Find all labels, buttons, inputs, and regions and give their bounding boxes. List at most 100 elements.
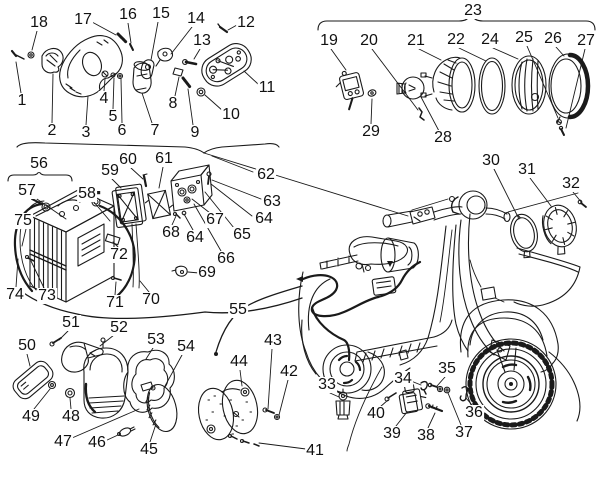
leader-line-30 — [493, 168, 520, 220]
leader-line-40 — [379, 399, 389, 408]
part-label-63: 63 — [262, 193, 282, 210]
part-label-53: 53 — [146, 331, 166, 348]
part-label-13: 13 — [192, 32, 212, 49]
part-label-14: 14 — [186, 10, 206, 27]
part-label-64: 64 — [185, 229, 205, 246]
part-label-56: 56 — [29, 155, 49, 172]
leader-line-26 — [555, 46, 565, 57]
leader-line-61 — [158, 166, 164, 189]
part-label-68: 68 — [161, 224, 181, 241]
part-label-39: 39 — [382, 425, 402, 442]
part-label-65: 65 — [232, 226, 252, 243]
part-label-46: 46 — [87, 434, 107, 451]
part-label-10: 10 — [221, 106, 241, 123]
leader-line-9 — [187, 88, 194, 126]
part-label-75: 75 — [13, 212, 33, 229]
leader-line-31 — [529, 177, 552, 207]
leader-line-73 — [30, 260, 45, 289]
part-label-28: 28 — [433, 129, 453, 146]
part-label-60: 60 — [118, 151, 138, 168]
scooter-drawing — [296, 190, 587, 430]
part-label-47: 47 — [53, 433, 73, 450]
part-label-62: 62 — [256, 166, 276, 183]
leader-line-14 — [170, 26, 193, 55]
leader-line-53 — [145, 347, 154, 360]
tail-light-assembly-drawing — [10, 23, 409, 217]
part-label-31: 31 — [517, 161, 537, 178]
leader-line-43 — [267, 348, 273, 410]
leader-line-42 — [278, 379, 289, 416]
part-label-42: 42 — [279, 363, 299, 380]
part-label-45: 45 — [139, 441, 159, 458]
leader-line-19 — [330, 48, 347, 71]
leader-line-27 — [565, 48, 586, 129]
part-label-26: 26 — [543, 30, 563, 47]
part-label-48: 48 — [61, 408, 81, 425]
part-label-55: 55 — [228, 301, 248, 318]
leader-line-68 — [171, 215, 177, 226]
leader-line-17 — [91, 21, 117, 36]
part-label-44: 44 — [229, 353, 249, 370]
part-label-64: 64 — [254, 210, 274, 227]
part-label-32: 32 — [561, 175, 581, 192]
leader-line-74 — [15, 258, 19, 288]
leader-line-71 — [114, 281, 117, 296]
part-label-6: 6 — [116, 122, 128, 139]
part-label-15: 15 — [151, 5, 171, 22]
part-label-9: 9 — [189, 124, 201, 141]
part-label-41: 41 — [305, 442, 325, 459]
leader-line-63 — [211, 179, 262, 200]
leader-line-41 — [258, 442, 307, 450]
leader-line-3 — [85, 95, 89, 126]
part-label-22: 22 — [446, 31, 466, 48]
part-label-69: 69 — [197, 264, 217, 281]
leader-line-70 — [139, 280, 150, 293]
part-label-49: 49 — [21, 408, 41, 425]
leader-line-67 — [191, 198, 211, 214]
leader-line-59 — [111, 178, 122, 189]
part-label-33: 33 — [317, 376, 337, 393]
part-label-74: 74 — [5, 286, 25, 303]
leader-line-49 — [33, 388, 51, 410]
part-label-66: 66 — [216, 250, 236, 267]
leader-line-54 — [164, 354, 183, 387]
leader-line-50 — [26, 353, 31, 367]
leader-line-8 — [174, 76, 180, 97]
leader-line-64 — [210, 183, 253, 217]
leader-line-24 — [492, 47, 519, 60]
part-label-29: 29 — [361, 123, 381, 140]
leader-line-60 — [130, 167, 144, 180]
leader-line-52 — [99, 334, 115, 347]
bracket-23 — [317, 13, 596, 31]
part-label-70: 70 — [141, 291, 161, 308]
part-label-54: 54 — [176, 338, 196, 355]
leader-line-39 — [395, 411, 408, 427]
part-label-34: 34 — [393, 370, 413, 387]
leader-line-28 — [420, 96, 440, 132]
part-label-20: 20 — [359, 32, 379, 49]
battery-regulator-drawing — [7, 164, 213, 303]
leader-line-16 — [127, 22, 132, 44]
part-label-27: 27 — [576, 32, 596, 49]
leader-line-37 — [447, 392, 462, 426]
part-label-21: 21 — [406, 32, 426, 49]
leader-line-1 — [15, 61, 22, 94]
part-label-36: 36 — [464, 404, 484, 421]
leader-line-33 — [329, 392, 340, 398]
part-label-59: 59 — [100, 162, 120, 179]
part-label-25: 25 — [514, 29, 534, 46]
part-label-67: 67 — [205, 211, 225, 228]
leader-line-13 — [193, 48, 201, 60]
leader-line-18 — [31, 30, 38, 51]
leader-line-64 — [183, 213, 194, 231]
part-label-35: 35 — [437, 360, 457, 377]
part-label-3: 3 — [80, 124, 92, 141]
part-label-12: 12 — [236, 14, 256, 31]
part-label-57: 57 — [17, 182, 37, 199]
leader-line-20 — [371, 48, 419, 111]
part-label-43: 43 — [263, 332, 283, 349]
leader-line-6 — [120, 78, 123, 124]
leader-line-12 — [227, 24, 238, 31]
